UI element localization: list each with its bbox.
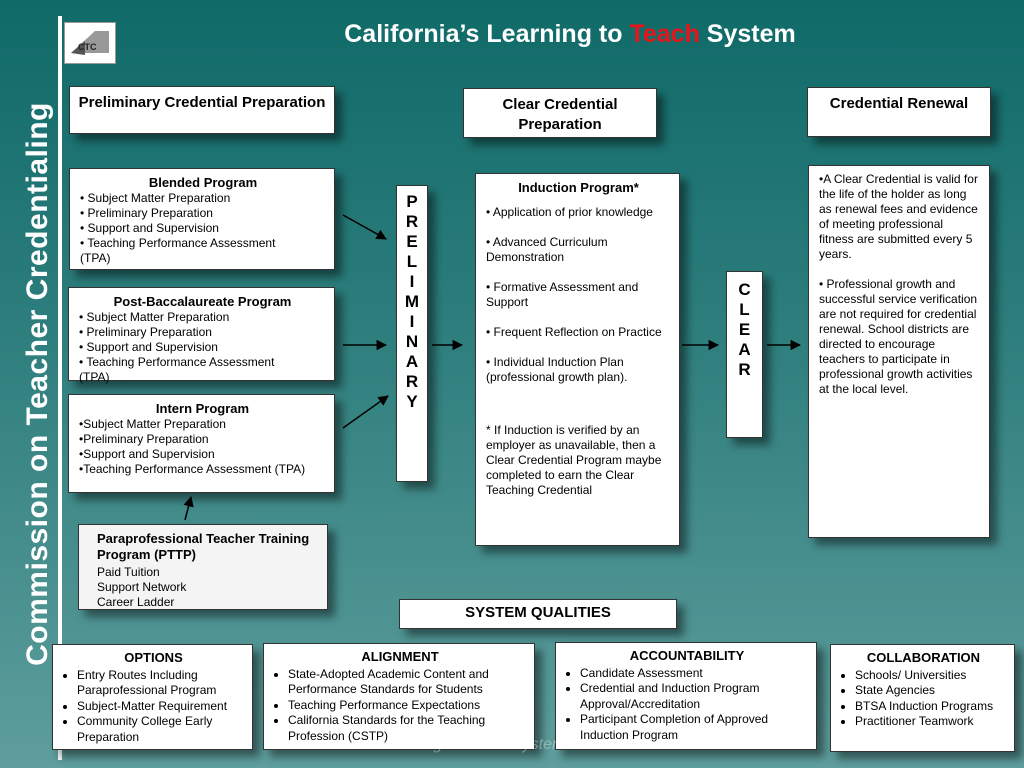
- program-intern: Intern Program •Subject Matter Preparati…: [68, 394, 335, 493]
- list-item: • Teaching Performance Assessment: [79, 355, 275, 369]
- program-title: Intern Program: [155, 401, 250, 416]
- induction-program: Induction Program* • Application of prio…: [475, 173, 680, 546]
- list-item: • Advanced Curriculum Demonstration: [486, 235, 608, 264]
- list-item: • Support and Supervision: [79, 340, 218, 354]
- quality-title: ALIGNMENT: [361, 649, 439, 664]
- ctc-logo: CTC: [64, 22, 116, 64]
- list-item: • Teaching Performance Assessment: [80, 236, 276, 250]
- list-item: • Preliminary Preparation: [80, 206, 213, 220]
- list-item: (TPA): [79, 370, 110, 384]
- list-item: (TPA): [80, 251, 111, 265]
- list-item: •Support and Supervision: [79, 447, 215, 461]
- list-item: • Professional growth and successful ser…: [819, 277, 978, 396]
- side-title: Commission on Teacher Credentialing: [21, 102, 54, 666]
- list-item: Practitioner Teamwork: [855, 714, 1006, 730]
- quality-title: COLLABORATION: [866, 650, 981, 665]
- list-item: Career Ladder: [97, 595, 175, 609]
- program-blended: Blended Program • Subject Matter Prepara…: [69, 168, 335, 270]
- list-item: Credential and Induction Program Approva…: [580, 681, 808, 712]
- pttp-title: Paraprofessional Teacher Training Progra…: [97, 531, 310, 562]
- list-item: • Subject Matter Preparation: [79, 310, 230, 324]
- stage-renewal: Credential Renewal: [807, 87, 991, 137]
- induction-title: Induction Program*: [518, 180, 639, 195]
- arrow-pttp: [183, 495, 194, 521]
- stage-preliminary: Preliminary Credential Preparation: [69, 86, 335, 134]
- arrow-blended: [342, 214, 387, 240]
- page-title: California’s Learning to Teach System: [344, 20, 796, 48]
- quality-title: ACCOUNTABILITY: [629, 648, 745, 663]
- list-item: Entry Routes Including Paraprofessional …: [77, 668, 244, 699]
- list-item: California Standards for the Teaching Pr…: [288, 713, 526, 744]
- list-item: Paid Tuition: [97, 565, 160, 579]
- system-qualities-heading: SYSTEM QUALITIES: [399, 599, 677, 629]
- quality-collaboration: COLLABORATION Schools/ Universities Stat…: [830, 644, 1015, 752]
- list-item: •Subject Matter Preparation: [79, 417, 226, 431]
- quality-alignment: ALIGNMENT State-Adopted Academic Content…: [263, 643, 535, 750]
- renewal-details: •A Clear Credential is valid for the lif…: [808, 165, 990, 538]
- list-item: State Agencies: [855, 683, 1006, 699]
- list-item: •Preliminary Preparation: [79, 432, 209, 446]
- page-number: 12: [930, 726, 948, 743]
- list-item: • Individual Induction Plan (professiona…: [486, 355, 628, 384]
- list-item: •A Clear Credential is valid for the lif…: [819, 172, 978, 261]
- list-item: • Preliminary Preparation: [79, 325, 212, 339]
- footer-text: Learning to Teach System: [380, 736, 566, 753]
- induction-note: * If Induction is verified by an employe…: [486, 423, 662, 497]
- list-item: Candidate Assessment: [580, 666, 808, 682]
- svg-text:CTC: CTC: [78, 42, 97, 52]
- list-item: Participant Completion of Approved Induc…: [580, 712, 808, 743]
- pttp-box: Paraprofessional Teacher Training Progra…: [78, 524, 328, 610]
- program-title: Post-Baccalaureate Program: [113, 294, 292, 309]
- list-item: • Application of prior knowledge: [486, 205, 653, 219]
- program-title: Blended Program: [148, 175, 258, 190]
- list-item: • Support and Supervision: [80, 221, 219, 235]
- title-highlight: Teach: [629, 20, 700, 48]
- list-item: Schools/ Universities: [855, 668, 1006, 684]
- list-item: Teaching Performance Expectations: [288, 698, 526, 714]
- list-item: • Subject Matter Preparation: [80, 191, 231, 205]
- list-item: •Teaching Performance Assessment (TPA): [79, 462, 306, 476]
- list-item: • Frequent Reflection on Practice: [486, 325, 662, 339]
- quality-title: OPTIONS: [124, 650, 183, 665]
- ctc-logo-icon: CTC: [71, 31, 109, 55]
- list-item: State-Adopted Academic Content and Perfo…: [288, 667, 526, 698]
- quality-accountability: ACCOUNTABILITY Candidate Assessment Cred…: [555, 642, 817, 750]
- program-post-baccalaureate: Post-Baccalaureate Program • Subject Mat…: [68, 287, 335, 384]
- list-item: Community College Early Preparation: [77, 714, 244, 745]
- list-item: BTSA Induction Programs: [855, 699, 1006, 715]
- stage-clear: Clear Credential Preparation: [463, 88, 657, 138]
- quality-options: OPTIONS Entry Routes Including Paraprofe…: [52, 644, 253, 750]
- list-item: • Formative Assessment and Support: [486, 280, 639, 309]
- list-item: Subject-Matter Requirement: [77, 699, 244, 715]
- list-item: Support Network: [97, 580, 187, 594]
- divider-line: [58, 16, 62, 760]
- arrow-intern: [342, 395, 389, 429]
